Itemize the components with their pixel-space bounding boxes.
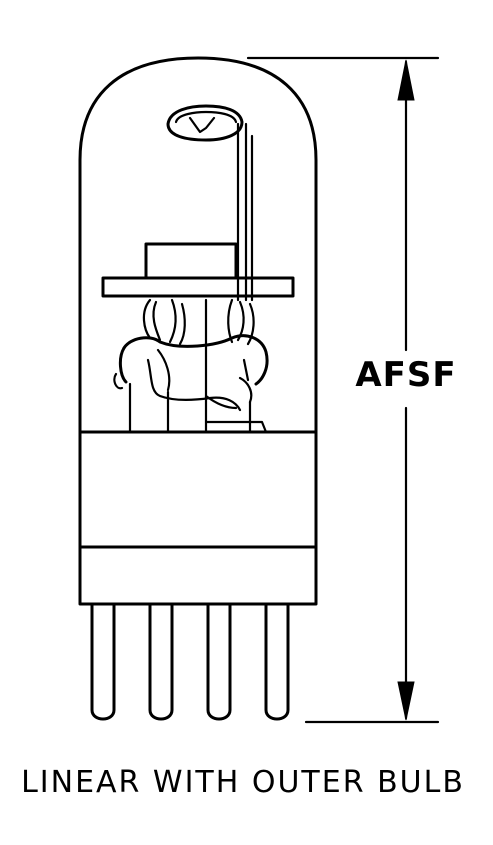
pin: [206, 602, 232, 721]
base-band: [78, 545, 318, 606]
mount-block: [144, 242, 238, 280]
base-collar: [78, 430, 318, 549]
pin: [148, 602, 174, 721]
dimension-label: AFSF: [355, 355, 456, 395]
top-reflector: [166, 104, 244, 142]
dimension-arrow-up-icon: [397, 59, 415, 101]
base-pins: [90, 602, 290, 721]
mica-bar: [101, 276, 295, 298]
lead-wire: [204, 420, 268, 434]
diagram-caption: LINEAR WITH OUTER BULB: [21, 765, 465, 800]
pin: [90, 602, 116, 721]
outer-bulb-envelope: [78, 56, 318, 434]
pin: [264, 602, 290, 721]
filament-assembly: [113, 298, 269, 412]
dimension-arrow-down-icon: [397, 681, 415, 721]
